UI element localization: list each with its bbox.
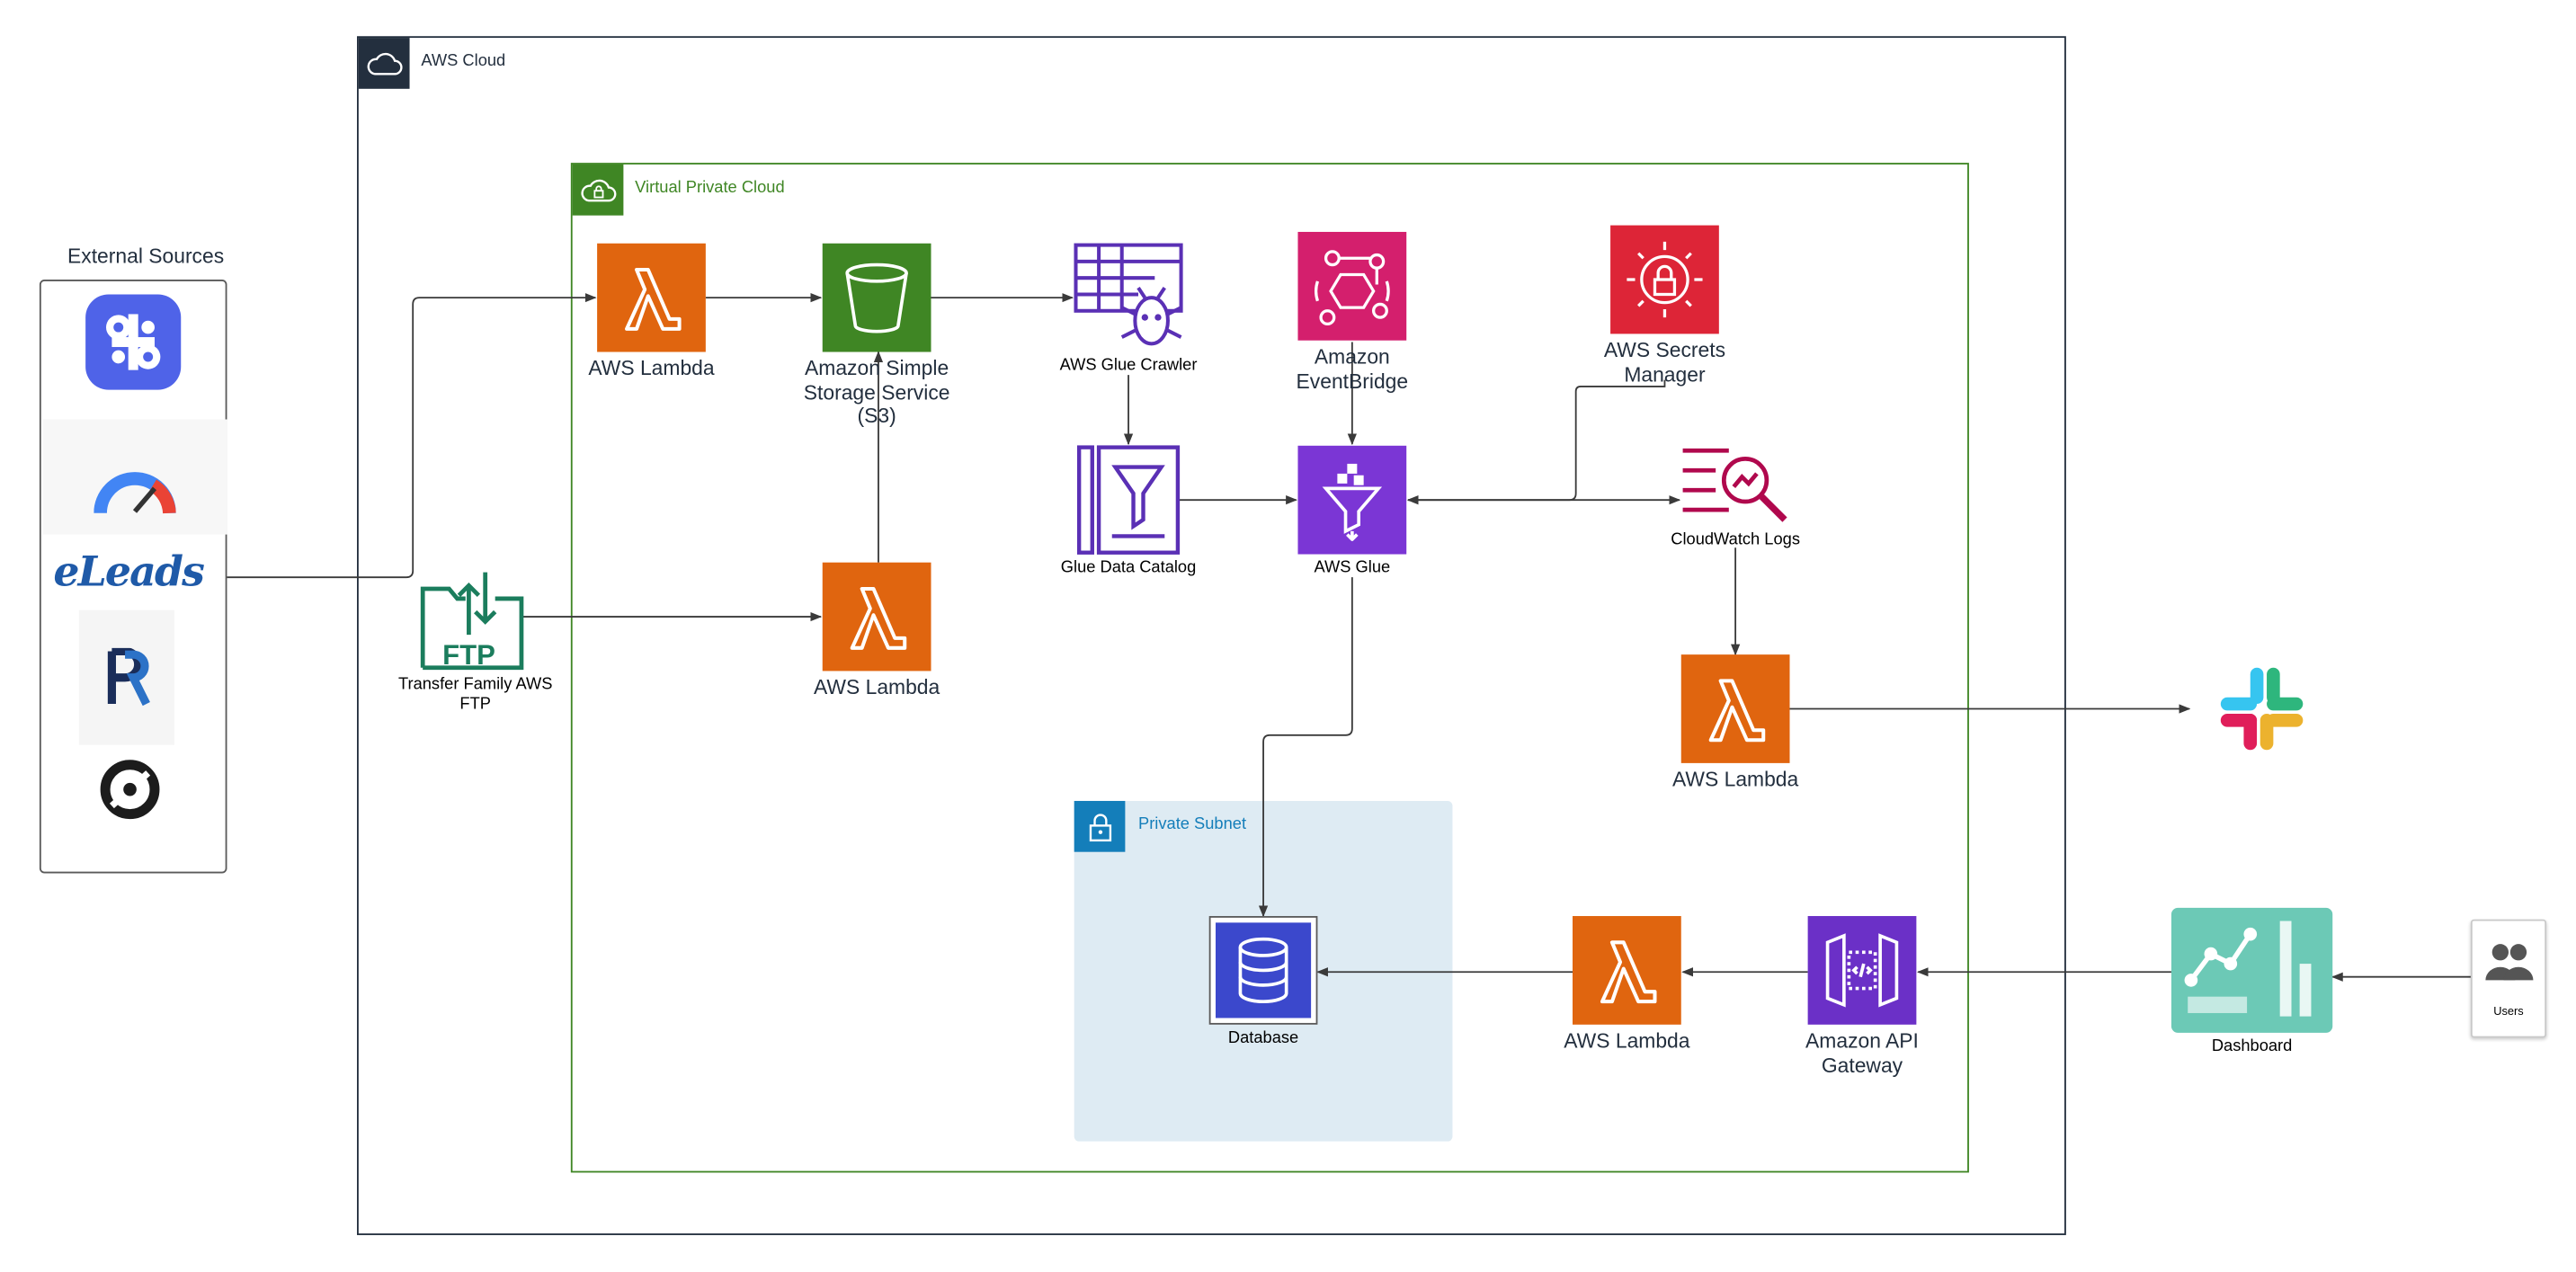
lambda-mid-label: AWS Lambda	[814, 675, 940, 699]
eventbridge-icon	[1297, 231, 1407, 341]
glue-crawler-icon	[1073, 242, 1184, 353]
s3-bucket-icon	[822, 243, 931, 352]
transfer-ftp-icon: FTP	[420, 563, 529, 672]
lambda-icon	[822, 562, 931, 672]
vpc-group: Virtual Private Cloud	[570, 163, 1969, 1173]
lambda-icon	[1680, 654, 1790, 763]
glue-data-catalog-label: Glue Data Catalog	[1060, 559, 1197, 578]
lambda-api-label: AWS Lambda	[1564, 1029, 1690, 1053]
lambda-alert-label: AWS Lambda	[1672, 768, 1799, 791]
vpc-cloud-lock-icon	[572, 164, 624, 216]
dashboard-icon	[2170, 907, 2333, 1033]
glue-data-catalog-icon	[1075, 444, 1181, 556]
database-frame	[1208, 916, 1318, 1025]
lambda-icon	[1573, 916, 1681, 1025]
source-logo-ring-icon	[95, 752, 165, 827]
api-gateway-label: Amazon API Gateway	[1805, 1029, 1919, 1077]
lambda-top-label: AWS Lambda	[588, 357, 715, 380]
dashboard-label: Dashboard	[2211, 1037, 2293, 1056]
eventbridge-label: Amazon EventBridge	[1296, 345, 1409, 393]
lock-icon	[1074, 800, 1126, 852]
api-gateway-icon	[1807, 916, 1917, 1025]
secrets-manager-label: AWS Secrets Manager	[1603, 338, 1726, 387]
external-sources-group	[39, 280, 227, 874]
users-card: Users	[2470, 919, 2547, 1038]
database-icon	[1216, 922, 1312, 1018]
users-label: Users	[2493, 1006, 2524, 1018]
transfer-ftp-label: Transfer Family AWS FTP	[397, 675, 553, 715]
users-icon	[2485, 944, 2534, 981]
database-label: Database	[1227, 1029, 1299, 1048]
cloudwatch-logs-label: CloudWatch Logs	[1671, 530, 1800, 550]
cloud-icon	[358, 38, 410, 89]
eleads-wordmark: eLeads	[53, 547, 205, 595]
s3-label: Amazon Simple Storage Service (S3)	[803, 357, 950, 428]
aws-cloud-group: AWS Cloud	[357, 36, 2066, 1235]
cloudwatch-logs-icon	[1680, 444, 1791, 526]
vpc-label: Virtual Private Cloud	[635, 179, 785, 198]
glue-crawler-label: AWS Glue Crawler	[1059, 357, 1198, 376]
private-subnet-label: Private Subnet	[1138, 815, 1247, 834]
secrets-manager-icon	[1610, 225, 1719, 334]
lambda-icon	[597, 243, 706, 352]
source-logo-network-icon	[82, 291, 183, 393]
source-logo-r-icon	[78, 609, 174, 745]
ftp-glyph-text: FTP	[442, 639, 495, 671]
source-logo-eleads: eLeads	[49, 534, 208, 608]
external-sources-title: External Sources	[67, 245, 225, 269]
source-logo-speedometer-icon	[42, 419, 227, 535]
aws-cloud-label: AWS Cloud	[421, 52, 506, 71]
aws-glue-label: AWS Glue	[1314, 559, 1391, 578]
aws-glue-icon	[1297, 445, 1407, 555]
slack-icon	[2217, 664, 2306, 753]
